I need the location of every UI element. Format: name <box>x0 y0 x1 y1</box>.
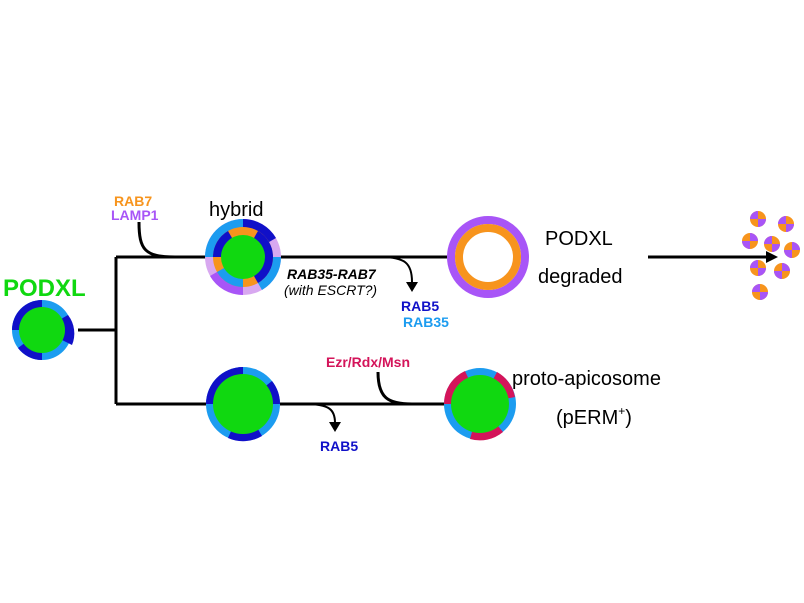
fragment <box>742 233 758 249</box>
podxl-degraded-label-line2: degraded <box>538 266 623 288</box>
perm-label-superscript: + <box>618 404 625 418</box>
rab5-rab35-arrowhead <box>406 282 418 292</box>
rab35-label: RAB35 <box>403 314 449 330</box>
hybrid-vesicle <box>205 218 282 296</box>
podxl-start-label: PODXL <box>3 275 86 302</box>
rab35-rab7-label: RAB35-RAB7 <box>287 266 377 282</box>
podxl-degraded-label-line1: PODXL <box>545 228 613 250</box>
fragment <box>750 260 766 276</box>
rab5-lower-arrowhead <box>329 422 341 432</box>
degradation-vesicle <box>447 216 529 298</box>
fragment <box>784 242 800 258</box>
proto-apicosome-label: proto-apicosome <box>512 368 661 390</box>
degradation-arrowhead <box>766 251 778 263</box>
erm-input-curve <box>376 371 413 406</box>
perm-label-close: ) <box>625 407 632 429</box>
fragment <box>774 263 790 279</box>
rab7-label: RAB7 <box>114 193 152 209</box>
fragment <box>764 236 780 252</box>
ezr-rdx-msn-label: Ezr/Rdx/Msn <box>326 354 410 370</box>
rab5-lower-output-curve <box>304 403 336 424</box>
fragment <box>750 211 766 227</box>
degraded-fragments <box>742 211 800 300</box>
perm-label-main: (pERM <box>556 407 618 429</box>
rab7-lamp1-input-curve <box>137 221 176 259</box>
fragment <box>752 284 768 300</box>
hybrid-label: hybrid <box>209 199 263 221</box>
with-escrt-label: (with ESCRT?) <box>284 282 377 298</box>
perm-label: (pERM+) <box>556 404 632 429</box>
proto-apicosome-vesicle <box>443 368 516 441</box>
rab5-lower-label: RAB5 <box>320 438 358 454</box>
fragment <box>778 216 794 232</box>
podxl-start-vesicle <box>12 300 75 360</box>
rab5-upper-label: RAB5 <box>401 298 439 314</box>
pathway-lines <box>78 221 768 424</box>
rab5-rab35-output-curve <box>379 256 413 283</box>
lamp1-label: LAMP1 <box>111 207 159 223</box>
lower-vesicle <box>206 367 280 442</box>
